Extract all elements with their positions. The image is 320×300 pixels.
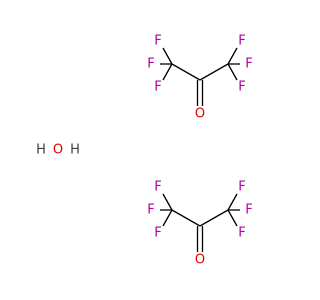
hexafluoroacetone-molecule-1: F F F F F F O (147, 34, 252, 122)
bond-c2-c3 (199, 63, 229, 81)
fluorine-atom: F (147, 57, 154, 72)
fluorine-atom: F (245, 203, 252, 218)
bond-c1-f (162, 47, 173, 65)
oxygen-atom: O (195, 253, 205, 268)
bond-c3-f (227, 47, 238, 65)
bond-c1-c2 (171, 63, 201, 81)
oxygen-atom: O (53, 143, 63, 158)
hydrogen-atom: H (36, 143, 46, 158)
fluorine-atom: F (154, 180, 161, 195)
bond-c3-f (227, 209, 238, 227)
fluorine-atom: F (154, 80, 161, 95)
oxygen-atom: O (195, 107, 205, 122)
fluorine-atom: F (238, 226, 245, 241)
fluorine-atom: F (154, 34, 161, 49)
bond-c1-f (162, 63, 173, 81)
fluorine-atom: F (238, 180, 245, 195)
fluorine-atom: F (154, 226, 161, 241)
fluorine-atom: F (245, 57, 252, 72)
bond-c3-f (227, 193, 238, 211)
bond-c3-f (227, 63, 238, 81)
hexafluoroacetone-molecule-2: F F F F F F O (147, 180, 252, 268)
bond-c1-f (162, 193, 173, 211)
water-molecule: H O H (36, 143, 80, 158)
fluorine-atom: F (238, 80, 245, 95)
fluorine-atom: F (238, 34, 245, 49)
bond-c2-c3 (199, 209, 229, 227)
bond-c1-c2 (171, 209, 201, 227)
fluorine-atom: F (147, 203, 154, 218)
hydrogen-atom: H (70, 143, 80, 158)
structure-diagram: F F F F F F O H O H F F F F F F O (36, 34, 253, 268)
bond-c1-f (162, 209, 173, 227)
